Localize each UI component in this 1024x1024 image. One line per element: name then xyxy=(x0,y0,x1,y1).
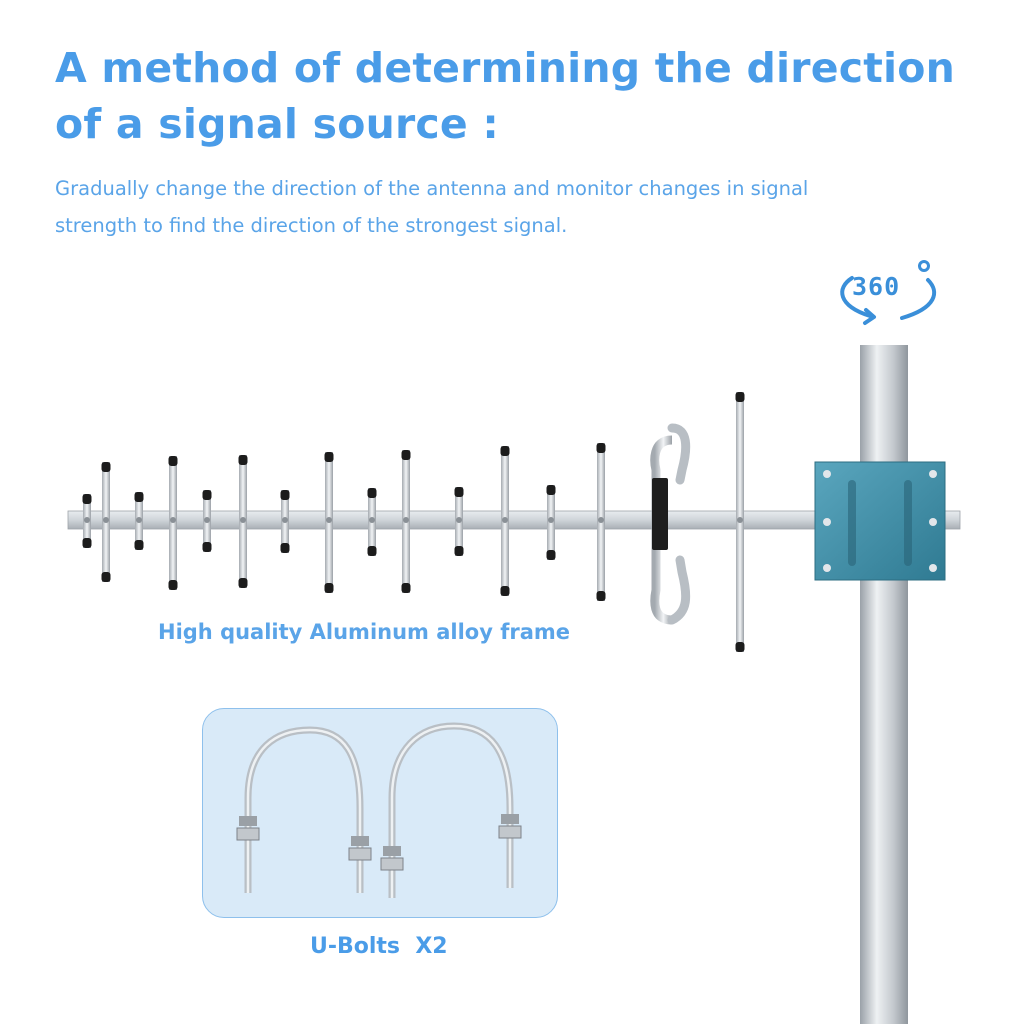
boom-screw xyxy=(598,517,604,523)
element-end-cap xyxy=(101,462,111,472)
boom-screw xyxy=(737,517,743,523)
mast-pole xyxy=(860,345,908,1024)
element-end-cap xyxy=(101,572,111,582)
boom-screw xyxy=(84,517,90,523)
boom-screw xyxy=(170,517,176,523)
element-end-cap xyxy=(367,488,377,498)
element-end-cap xyxy=(280,543,290,553)
element-end-cap xyxy=(596,591,606,601)
element-end-cap xyxy=(735,392,745,402)
element-end-cap xyxy=(401,583,411,593)
element-end-cap xyxy=(735,642,745,652)
boom-screw xyxy=(282,517,288,523)
element-end-cap xyxy=(546,485,556,495)
description-text: Gradually change the direction of the an… xyxy=(55,170,935,244)
boom-screw xyxy=(548,517,554,523)
boom-screw xyxy=(240,517,246,523)
mounting-plate xyxy=(814,461,946,581)
u-bolts-panel xyxy=(202,708,558,918)
boom-screw xyxy=(103,517,109,523)
folded-dipole xyxy=(650,423,691,625)
element-end-cap xyxy=(134,492,144,502)
description-line-2: strength to find the direction of the st… xyxy=(55,214,568,237)
element-end-cap xyxy=(596,443,606,453)
boom-screw xyxy=(403,517,409,523)
element-end-cap xyxy=(546,550,556,560)
element-end-cap xyxy=(454,546,464,556)
element-end-cap xyxy=(82,538,92,548)
headline-line-2: of a signal source : xyxy=(55,100,499,148)
boom-screw xyxy=(326,517,332,523)
element-end-cap xyxy=(202,490,212,500)
element-end-cap xyxy=(202,542,212,552)
headline-line-1: A method of determining the direction xyxy=(55,44,956,92)
element-end-cap xyxy=(134,540,144,550)
element-end-cap xyxy=(454,487,464,497)
element-end-cap xyxy=(238,455,248,465)
boom-screw xyxy=(204,517,210,523)
boom-screw xyxy=(369,517,375,523)
element-end-cap xyxy=(500,586,510,596)
u-bolt-right xyxy=(380,722,522,898)
element-end-cap xyxy=(401,450,411,460)
u-bolt-left xyxy=(236,726,372,893)
page-headline: A method of determining the direction of… xyxy=(55,40,955,152)
element-end-cap xyxy=(324,452,334,462)
boom-screw xyxy=(136,517,142,523)
element-end-cap xyxy=(324,583,334,593)
description-line-1: Gradually change the direction of the an… xyxy=(55,177,809,200)
rotation-degrees-text: 360 xyxy=(852,272,901,301)
element-end-cap xyxy=(367,546,377,556)
u-bolts-caption: U-Bolts X2 xyxy=(310,934,448,959)
boom-screw xyxy=(456,517,462,523)
element-end-cap xyxy=(500,446,510,456)
element-end-cap xyxy=(238,578,248,588)
frame-caption: High quality Aluminum alloy frame xyxy=(158,620,571,644)
element-end-cap xyxy=(168,580,178,590)
element-end-cap xyxy=(168,456,178,466)
rotate-360-icon: 360 xyxy=(832,256,944,330)
antenna-elements xyxy=(82,392,745,652)
element-end-cap xyxy=(280,490,290,500)
boom-screw xyxy=(502,517,508,523)
element-end-cap xyxy=(82,494,92,504)
